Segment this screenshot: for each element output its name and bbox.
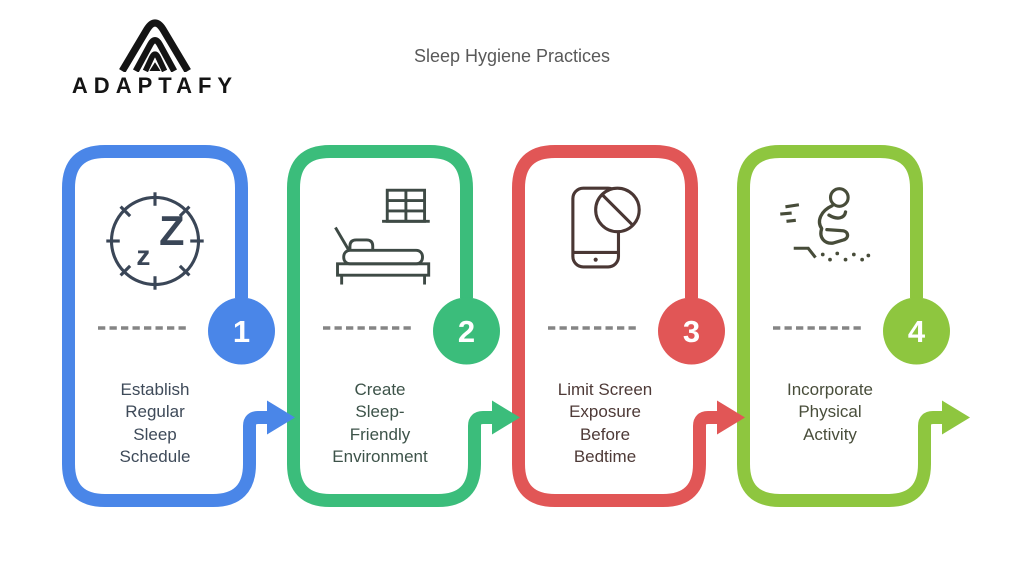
bed-window-icon (323, 181, 437, 301)
step-number: 2 (458, 314, 475, 349)
svg-text:z: z (136, 240, 150, 271)
card-border (512, 145, 717, 507)
step-number: 1 (233, 314, 250, 349)
card-border (737, 145, 942, 507)
step-label: Create Sleep- Friendly Environment (332, 380, 428, 467)
step-card: 4 Incorporate Physical Activity (737, 145, 977, 520)
step-frame: 3 (512, 145, 745, 507)
brand-logo: ADAPTAFY (63, 14, 247, 99)
step-frame: 2 (287, 145, 520, 507)
step-number-badge (658, 297, 725, 365)
next-step-arrow-icon (717, 400, 745, 435)
step-label: Establish Regular Sleep Schedule (119, 380, 191, 467)
step-card: 3 Limit Screen Exposure Before Bedtime (512, 145, 752, 520)
step-card: 1 z Z Establish Regular Sleep Schedule (62, 145, 302, 520)
step-number: 3 (683, 314, 700, 349)
step-card: 2 Create Sleep- Friendly Environment (287, 145, 527, 520)
step-number: 4 (908, 314, 926, 349)
next-step-arrow-icon (942, 400, 970, 435)
step-frame: 4 (737, 145, 970, 507)
no-phone-icon (548, 181, 662, 301)
step-frame: 1 (62, 145, 295, 507)
card-border (287, 145, 492, 507)
step-number-badge (433, 297, 500, 365)
brand-name: ADAPTAFY (71, 73, 239, 98)
step-label: Incorporate Physical Activity (787, 380, 873, 444)
card-border (62, 145, 267, 507)
next-step-arrow-icon (267, 400, 295, 435)
page-title: Sleep Hygiene Practices (413, 46, 611, 66)
next-step-arrow-icon (492, 400, 520, 435)
adaptafy-logo-icon (119, 19, 191, 72)
exercise-person-icon (773, 181, 887, 301)
sleep-clock-icon: z Z (98, 181, 212, 301)
step-label: Limit Screen Exposure Before Bedtime (557, 380, 653, 467)
svg-text:Z: Z (159, 207, 184, 254)
step-number-badge (883, 297, 950, 365)
step-number-badge (208, 297, 275, 365)
